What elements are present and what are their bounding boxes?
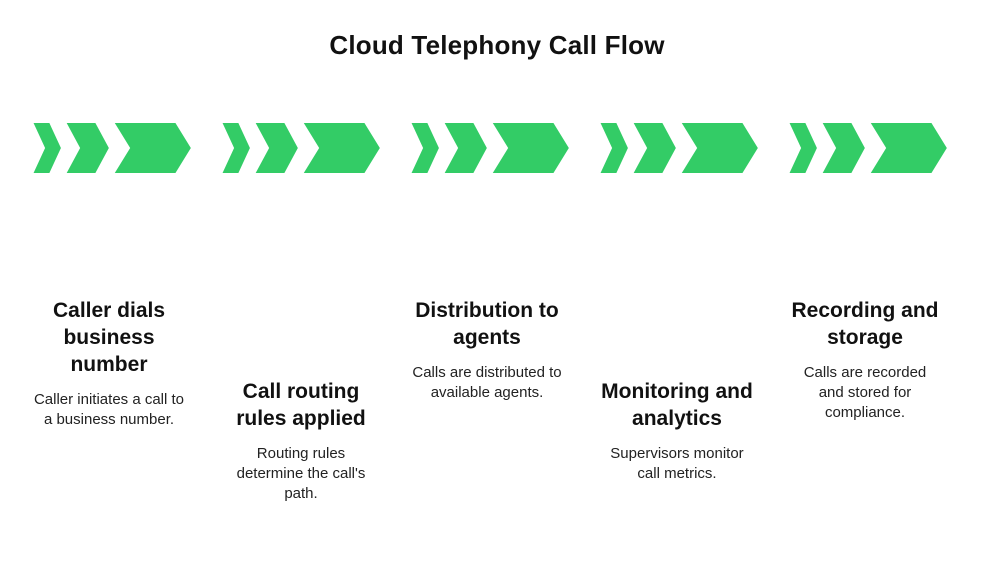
step-description: Supervisors monitor call metrics. [610, 445, 744, 482]
step-call-routing: Call routing rules applied Routing rules… [206, 378, 396, 504]
step-description: Caller initiates a call to a business nu… [33, 391, 185, 428]
step-description: Routing rules determine the call's path. [236, 445, 366, 502]
step-title: Monitoring and analytics [601, 380, 753, 430]
step-caller-dials: Caller dials business number Caller init… [14, 297, 204, 430]
step-distribution: Distribution to agents Calls are distrib… [392, 297, 582, 403]
step-recording: Recording and storage Calls are recorded… [770, 297, 960, 423]
chevron-arrow-icon-4 [599, 120, 759, 176]
step-title: Call routing rules applied [236, 380, 366, 430]
chevron-arrow-icon-5 [788, 120, 948, 176]
step-title: Distribution to agents [415, 299, 559, 349]
step-description: Calls are distributed to available agent… [412, 364, 562, 401]
step-title: Caller dials business number [52, 299, 166, 376]
step-monitoring: Monitoring and analytics Supervisors mon… [582, 378, 772, 484]
step-description: Calls are recorded and stored for compli… [803, 364, 927, 421]
chevron-arrow-icon-2 [221, 120, 381, 176]
diagram-title: Cloud Telephony Call Flow [329, 30, 665, 60]
chevron-arrow-icon-3 [410, 120, 570, 176]
chevron-arrow-icon-1 [32, 120, 192, 176]
step-title: Recording and storage [791, 299, 939, 349]
